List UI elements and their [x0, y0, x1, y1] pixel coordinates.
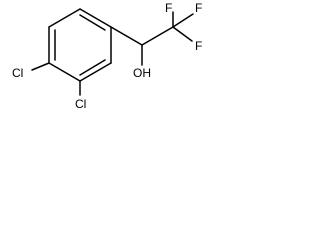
ring-double-bond-top	[79, 14, 106, 31]
atom-label-fluorine-right: F	[195, 39, 202, 53]
benzene-ring	[48, 8, 112, 82]
bond-ring-to-cl-left	[31, 62, 50, 71]
chemical-structure-diagram: Cl Cl OH F F F	[12, 1, 202, 111]
atom-label-cl-3: Cl	[12, 66, 23, 80]
atom-label-cl-2: Cl	[75, 97, 86, 111]
bond-cf3-to-f-right	[172, 26, 193, 42]
ring-bond-c3-c4	[79, 62, 112, 82]
ring-bond-c6-c1	[48, 8, 81, 28]
ring-bond-c1-c2	[79, 8, 112, 28]
atom-label-hydroxyl: OH	[133, 66, 151, 80]
bond-carbinol-to-cf3	[141, 26, 174, 46]
ring-bond-c4-c5	[48, 62, 81, 82]
bond-ring-to-carbinol	[110, 26, 143, 46]
bond-cf3-to-f-top-right	[172, 13, 194, 28]
ring-double-bond-bottom	[79, 59, 106, 76]
atom-label-fluorine-top-right: F	[195, 1, 202, 15]
atom-label-fluorine-top-left: F	[165, 1, 172, 15]
